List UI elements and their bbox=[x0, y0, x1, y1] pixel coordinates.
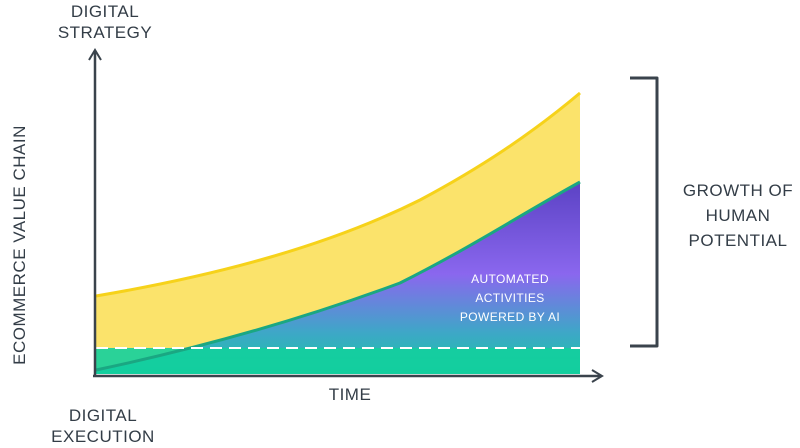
x-axis-label: TIME bbox=[328, 385, 372, 404]
y-axis-arrowhead bbox=[88, 48, 102, 61]
y-axis-label: ECOMMERCE VALUE CHAIN bbox=[10, 125, 29, 365]
growth-label-line3: POTENTIAL bbox=[688, 231, 788, 250]
growth-bracket bbox=[630, 76, 659, 348]
ai-activities-area bbox=[96, 182, 580, 374]
ai-label-line3: POWERED BY AI bbox=[459, 310, 561, 324]
ai-growth-curve bbox=[95, 180, 581, 372]
human-potential-band bbox=[96, 93, 580, 370]
ai-label-line1: AUTOMATED bbox=[471, 272, 549, 286]
ai-label-line2: ACTIVITIES bbox=[475, 291, 545, 305]
strategy-growth-curve bbox=[95, 91, 581, 298]
x-axis-arrowhead bbox=[591, 369, 604, 383]
growth-label-line1: GROWTH OF bbox=[682, 181, 794, 200]
ai-activities-label: AUTOMATED ACTIVITIES POWERED BY AI bbox=[430, 270, 590, 327]
top-axis-label: DIGITAL STRATEGY bbox=[57, 2, 153, 42]
growth-of-human-potential-label: GROWTH OF HUMAN POTENTIAL bbox=[668, 178, 800, 253]
baseline-band bbox=[96, 348, 580, 374]
growth-label-line2: HUMAN bbox=[705, 206, 771, 225]
bottom-axis-label: DIGITAL EXECUTION bbox=[51, 406, 155, 446]
